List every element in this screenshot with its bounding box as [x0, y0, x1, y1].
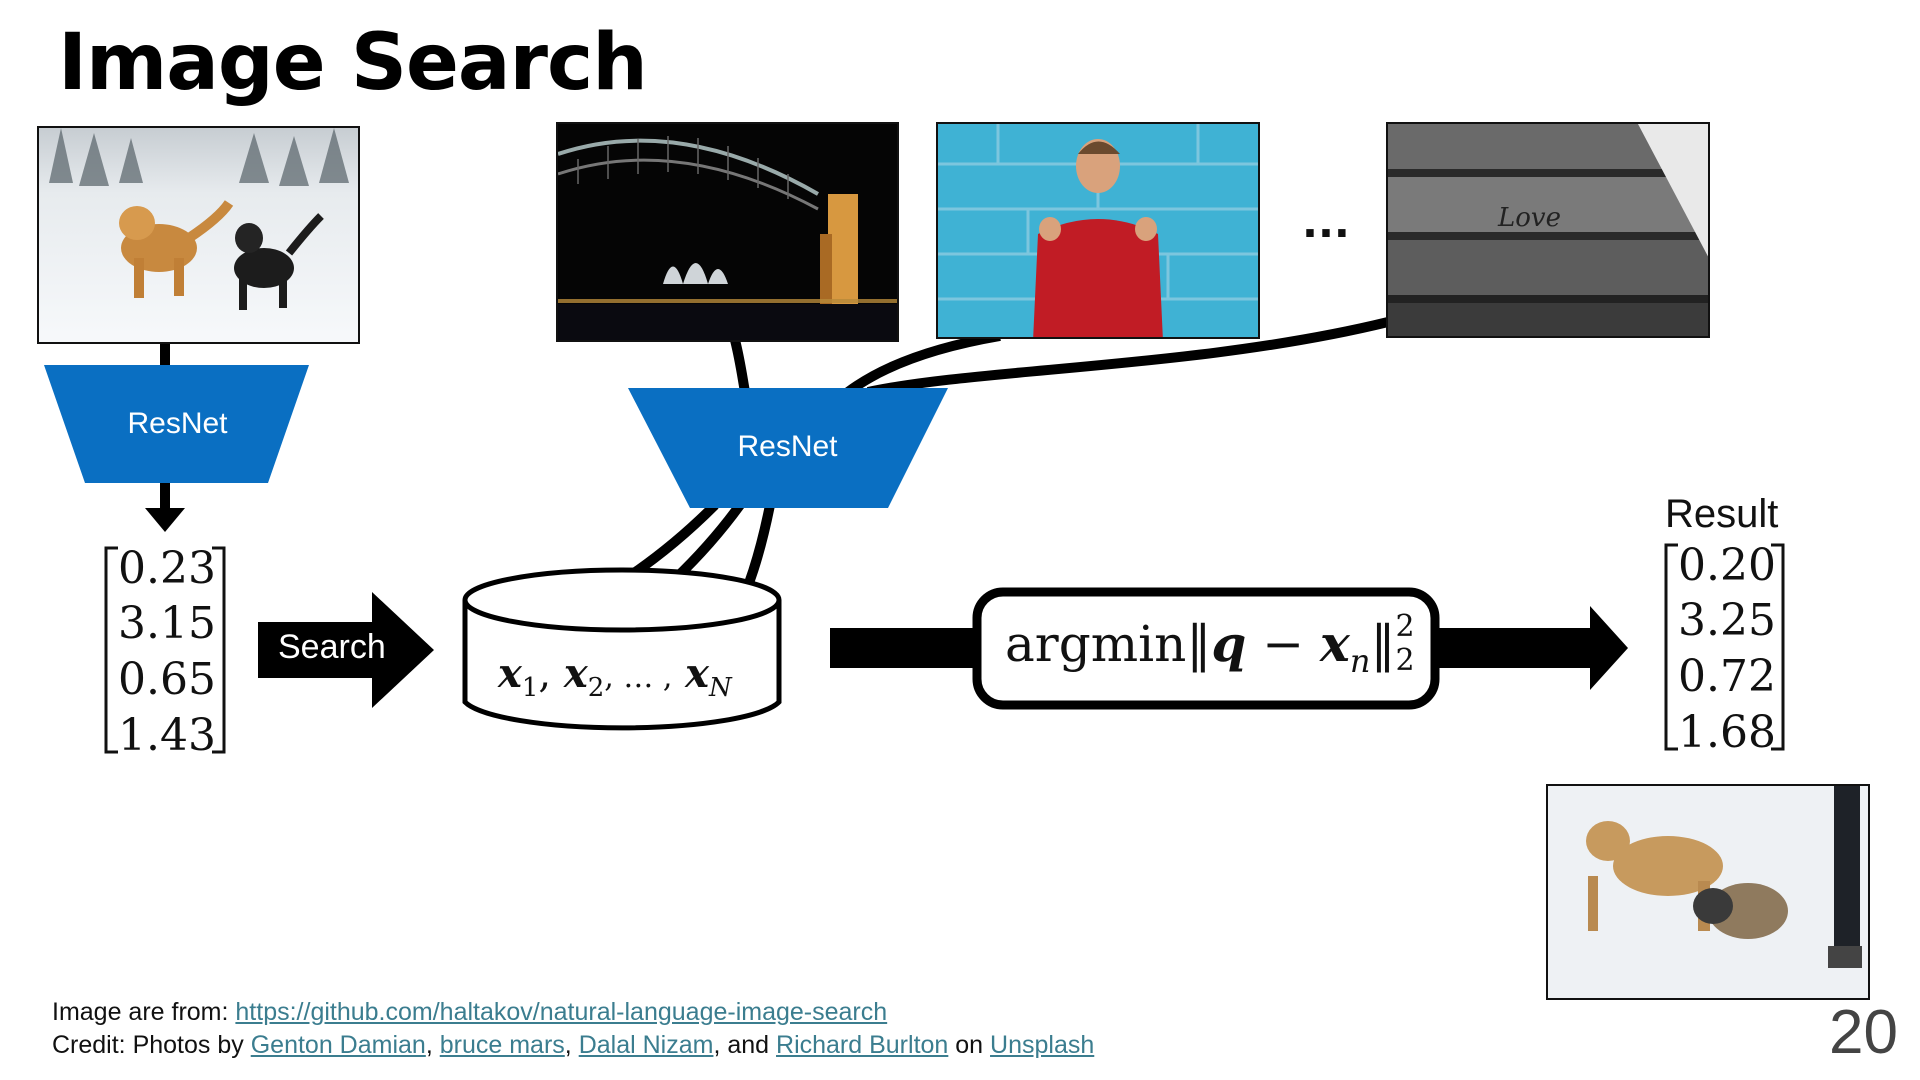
slide-title: Image Search — [58, 18, 648, 108]
db-xN: x — [685, 650, 709, 697]
svg-text:Love: Love — [1497, 203, 1561, 233]
db-x2-sub: 2 — [587, 673, 605, 703]
database-cylinder — [462, 567, 782, 731]
result-arrowhead — [1590, 606, 1628, 690]
credit-separator-2: , — [564, 1031, 579, 1059]
argmin-x: x — [1320, 614, 1350, 673]
result-vector-value-2: 3.25 — [1678, 595, 1776, 646]
db-image-bridge — [556, 122, 899, 342]
credit-link-bruce-mars[interactable]: bruce mars — [439, 1031, 565, 1059]
query-vector-value-1: 0.23 — [118, 543, 216, 594]
page-number: 20 — [1829, 998, 1898, 1067]
db-image-stairs: Love — [1386, 122, 1710, 338]
argmin-formula: argmin‖q − xn‖ 2 2 — [1005, 609, 1415, 680]
credit-link-richard-burlton[interactable]: Richard Burlton — [776, 1031, 949, 1059]
credit-on-text: on — [948, 1031, 991, 1059]
result-vector-value-1: 0.20 — [1678, 540, 1776, 591]
query-image — [37, 126, 360, 344]
db-x1-sub: 1 — [521, 673, 539, 703]
golden-dog — [119, 200, 234, 298]
footer-source-prefix: Image are from: — [52, 998, 236, 1026]
query-vector-arrowhead — [145, 508, 185, 532]
footer-source-line: Image are from: https://github.com/halta… — [52, 998, 887, 1027]
result-vector-value-4: 1.68 — [1678, 707, 1776, 758]
db2-curve — [845, 331, 1001, 397]
query-bracket-left — [104, 546, 118, 754]
result-bracket-right — [1771, 543, 1785, 751]
result-bracket-left — [1664, 543, 1678, 751]
db3-curve — [866, 317, 1390, 397]
argmin-to-result-bar — [1430, 628, 1600, 668]
argmin-sup: 2 — [1395, 609, 1415, 644]
argmin-sub: 2 — [1395, 643, 1415, 678]
credit-link-unsplash[interactable]: Unsplash — [990, 1031, 1095, 1059]
credit-link-dalal-nizam[interactable]: Dalal Nizam — [578, 1031, 714, 1059]
argmin-minus: − — [1262, 615, 1305, 673]
db-image-man — [936, 122, 1260, 339]
query-vector-value-4: 1.43 — [118, 710, 216, 761]
argmin-q: q — [1211, 614, 1247, 673]
database-contents: x1, x2, … , xN — [498, 650, 732, 703]
argmin-box — [972, 587, 1440, 710]
db-to-argmin-bar — [830, 628, 980, 668]
result-image — [1546, 784, 1870, 1000]
db-xN-sub: N — [708, 673, 732, 703]
db-x2: x — [563, 650, 588, 697]
search-arrow — [258, 592, 434, 708]
query-resnet-label: ResNet — [127, 407, 228, 440]
result-vector-value-3: 0.72 — [1678, 651, 1776, 702]
more-images-ellipsis: ... — [1302, 198, 1350, 247]
source-link[interactable]: https://github.com/haltakov/natural-lang… — [235, 998, 888, 1026]
db-dots: , … , — [604, 660, 673, 695]
credit-separator-3: , and — [713, 1031, 777, 1059]
black-dog — [234, 213, 324, 310]
query-vector-value-3: 0.65 — [118, 654, 216, 705]
footer-credit-line: Credit: Photos by Genton Damian, bruce m… — [52, 1031, 1094, 1060]
argmin-x-sub: n — [1349, 642, 1371, 680]
footer-credit-prefix: Credit: Photos by — [52, 1031, 251, 1059]
db1-curve — [730, 338, 750, 393]
credit-link-genton-damian[interactable]: Genton Damian — [250, 1031, 426, 1059]
search-label: Search — [278, 628, 386, 666]
query-vector-value-2: 3.15 — [118, 598, 216, 649]
result-title: Result — [1665, 492, 1779, 536]
credit-separator-1: , — [425, 1031, 440, 1059]
db-x1: x — [498, 650, 522, 697]
db-resnet-label: ResNet — [737, 430, 838, 463]
argmin-func: argmin — [1005, 615, 1187, 673]
query-bracket-right — [212, 546, 226, 754]
db-sep1: , — [538, 651, 552, 697]
